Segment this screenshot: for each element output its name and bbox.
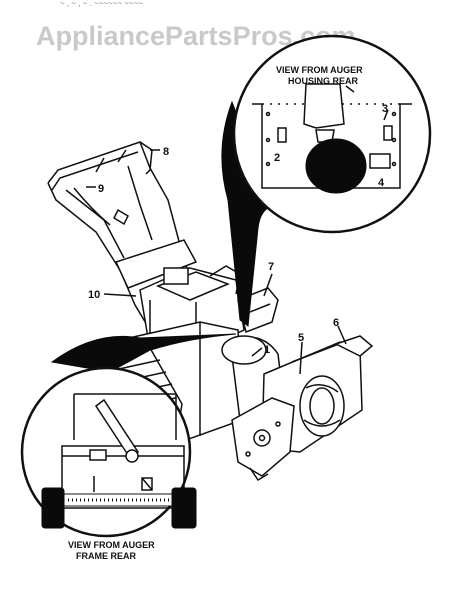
callout-9: 9 [98,183,104,195]
inset-top-callout-2: 2 [274,152,280,164]
inset-top-caption-line1: VIEW FROM AUGER [276,65,363,75]
callout-5: 5 [298,332,304,344]
inset-top-callout-4: 4 [378,177,385,189]
inset-bottom-caption-line1: VIEW FROM AUGER [68,540,155,550]
top-strip-text: ~ , ~ , ~ . ~~~~~~ ~~~~ [60,0,143,8]
callout-1: 1 [264,344,270,356]
inset-top-caption-line2: HOUSING REAR [288,76,359,86]
callout-6: 6 [333,317,339,329]
callout-7: 7 [268,261,274,273]
inset-bottom-caption-line2: FRAME REAR [76,551,136,561]
callout-8: 8 [163,146,169,158]
inset-auger-housing-rear: VIEW FROM AUGER HOUSING REAR 2 3 4 [221,34,432,327]
inset-auger-frame-rear: VIEW FROM AUGER FRAME REAR [20,333,237,561]
callout-10: 10 [88,289,100,301]
main-callouts: 8 9 10 7 1 5 6 [86,146,347,375]
inset-top-callout-3: 3 [382,103,388,115]
